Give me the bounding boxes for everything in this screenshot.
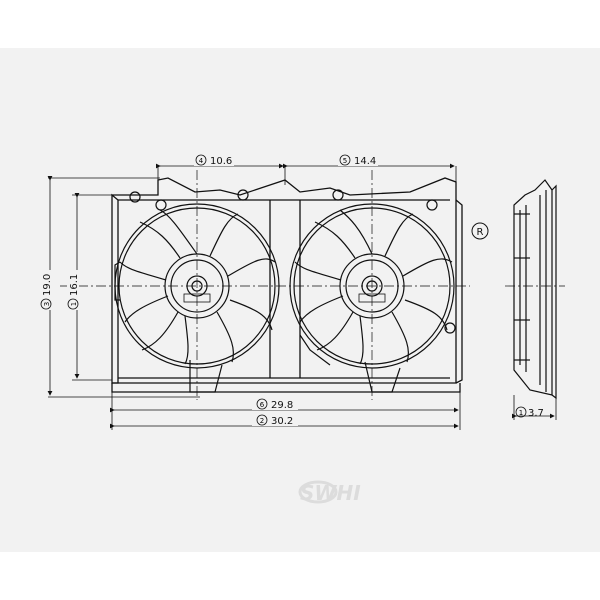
dimension-label-3-7: 1 3.7	[515, 406, 544, 419]
svg-text:19.0: 19.0	[42, 274, 53, 296]
svg-text:SWHI: SWHI	[300, 481, 361, 505]
svg-text:1: 1	[519, 409, 523, 417]
svg-text:14.4: 14.4	[354, 156, 376, 167]
dimension-label-29-8: 6 29.8	[252, 398, 298, 411]
watermark-logo: SWHI	[298, 480, 361, 505]
dimension-lines	[47, 163, 557, 430]
dimension-label-14-4: 5 14.4	[338, 154, 378, 167]
svg-text:10.6: 10.6	[210, 156, 232, 167]
svg-text:16.1: 16.1	[69, 274, 80, 296]
hub-labels	[183, 293, 386, 303]
dimension-label-30-2: 2 30.2	[252, 414, 298, 427]
registered-mark: R	[471, 222, 489, 240]
svg-text:6: 6	[260, 401, 265, 409]
svg-text:29.8: 29.8	[271, 400, 293, 411]
dimension-label-16-1: 1 16.1	[67, 270, 80, 310]
svg-text:30.2: 30.2	[271, 416, 293, 427]
svg-text:3.7: 3.7	[528, 408, 544, 419]
svg-text:3: 3	[43, 302, 51, 306]
center-lines	[60, 170, 565, 400]
svg-text:1: 1	[70, 302, 78, 306]
shroud-frame	[111, 177, 463, 393]
svg-text:R: R	[477, 227, 484, 238]
dimension-label-19-0: 3 19.0	[40, 270, 53, 310]
side-view	[513, 179, 557, 400]
svg-text:4: 4	[199, 157, 204, 165]
svg-text:2: 2	[260, 417, 264, 425]
svg-text:5: 5	[343, 157, 347, 165]
dimension-label-10-6: 4 10.6	[194, 154, 234, 167]
